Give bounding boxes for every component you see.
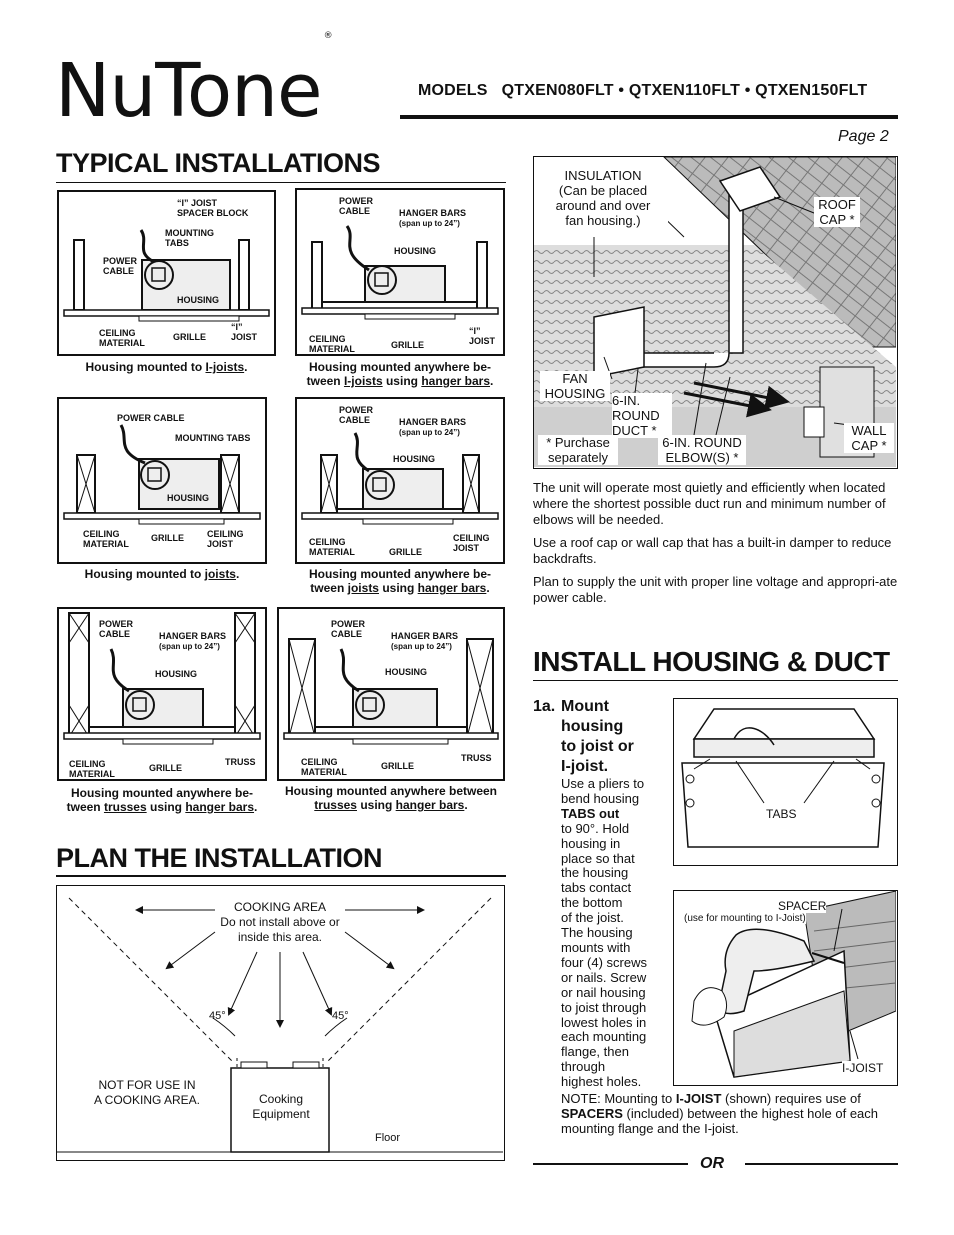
section-rule — [56, 182, 506, 183]
angle-right: 45° — [332, 1010, 349, 1022]
brand-logo: NuTone® — [55, 31, 333, 134]
plan-rule — [56, 875, 506, 877]
page-number: Page 2 — [838, 128, 889, 145]
tabs-label: TABS — [766, 807, 797, 821]
section-title-install: INSTALL HOUSING & DUCT — [533, 646, 890, 677]
caption-ijoist-hanger: Housing mounted anywhere be-tween I-jois… — [306, 360, 494, 388]
tabs-diagram: TABS — [673, 698, 898, 866]
spacer-note: (use for mounting to I-Joist) — [684, 913, 806, 924]
step-number: 1a. — [533, 698, 556, 715]
ijoist-label: I-JOIST — [842, 1061, 884, 1075]
diagram-joist: POWER CABLE MOUNTING TABS HOUSING CEILIN… — [57, 397, 267, 564]
floor-label: Floor — [375, 1132, 401, 1144]
or-label: OR — [700, 1155, 724, 1172]
caption-ijoist: Housing mounted to I-joists. — [85, 360, 248, 374]
section-title-typical: TYPICAL INSTALLATIONS — [56, 148, 381, 178]
caption-joist-hanger: Housing mounted anywhere be-tween joists… — [308, 567, 491, 595]
spacer-label: SPACER — [778, 899, 827, 913]
caption-joist: Housing mounted to joists. — [84, 567, 240, 581]
drill-diagram: SPACER (use for mounting to I-Joist) I-J… — [673, 890, 898, 1086]
spacer-requirement-note: NOTE: Mounting to I-JOIST (shown) requir… — [561, 1091, 879, 1136]
header-rule — [400, 115, 898, 119]
angle-left: 45° — [209, 1010, 226, 1022]
or-rule-right — [745, 1163, 898, 1165]
or-rule-left — [533, 1163, 688, 1165]
section-title-plan: PLAN THE INSTALLATION — [56, 843, 382, 873]
install-rule — [533, 680, 898, 681]
notes: The unit will operate most quietly and e… — [533, 480, 898, 605]
caption-truss-a: Housing mounted anywhere be-tween trusse… — [66, 786, 258, 814]
models-line: MODELS QTXEN080FLT • QTXEN110FLT • QTXEN… — [418, 82, 868, 99]
